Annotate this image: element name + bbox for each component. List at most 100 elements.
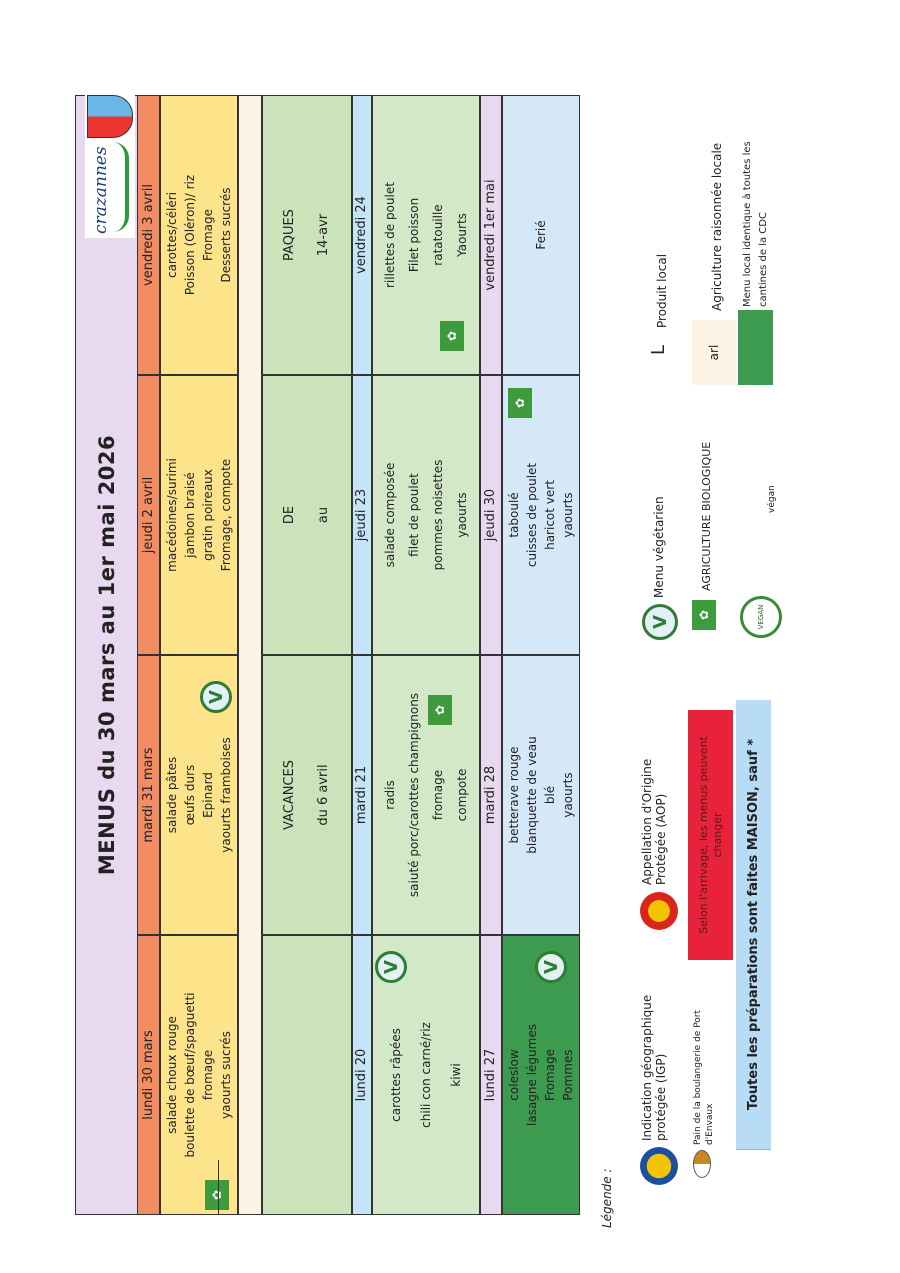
legend-pain: Pain de la boulangerie de Port d'Envaux [693,1009,715,1145]
day-header: mardi 28 [480,655,502,935]
legend-aop: Appellation d'Origine Protégée (AOP) [640,758,668,885]
vegetarian-icon: V [642,604,678,640]
aop-logo-icon [640,892,678,930]
dish: chili con carné/riz [419,1022,433,1128]
menu-cell: salade choux rouge boulette de bœuf/spagu… [160,935,238,1215]
dish: Fromage [543,1048,557,1102]
dish: yaourts [561,492,575,538]
dish: gratin poireaux [201,469,215,561]
legend-cdc-swatch [738,310,773,385]
day-header: mardi 31 mars [137,655,160,935]
dish: VACANCES [282,760,297,830]
bio-logo-icon: ✿ [692,600,716,630]
dish: filet de poulet [407,473,421,557]
dish: Filet poisson [407,197,421,273]
dish: Poisson (Oléron)/ riz [183,174,197,296]
dish: blé [543,785,557,805]
legend-arl: Agriculture raisonnée locale [710,142,724,311]
dish: salade pâtes [165,756,179,834]
dish: taboulé [507,492,521,538]
day-header: lundi 20 [352,935,372,1215]
dish: ratatouille [431,204,445,266]
logo-text: crazannes [91,146,111,234]
dish: pommes noisettes [431,459,445,571]
igp-logo-icon [640,1147,678,1185]
page-title: MENUS du 30 mars au 1er mai 2026 [75,95,138,1215]
cell-divider [218,1160,219,1215]
legend-bio: AGRICULTURE BIOLOGIQUE [700,441,713,591]
menu-cell: carottes/céléri Poisson (Oléron)/ riz From… [160,95,238,375]
dish: salade choux rouge [165,1016,179,1134]
bread-icon [693,1150,711,1178]
menu-cell [262,935,352,1215]
dish: boulette de bœuf/spaguetti [183,992,197,1158]
dish: saiuté porc/carottes champignons [407,692,421,898]
dish: 14-avr [316,213,331,257]
logo-wave-icon [113,142,129,232]
dish: Yaourts [455,213,469,257]
dish: yaourts [561,772,575,818]
menu-cell: PAQUES 14-avr [262,95,352,375]
dish: betterave rouge [507,746,521,844]
dish: yaourts framboises [219,737,233,853]
separator-row [238,95,262,1215]
dish: compote [455,768,469,822]
day-header: lundi 27 [480,935,502,1215]
dish: fromage [431,769,445,821]
dish: rillettes de poulet [383,182,397,288]
vegetarian-icon: V [375,951,407,983]
dish: blanquette de veau [525,736,539,854]
dish: Fromage [201,208,215,262]
dish: yaourts [455,492,469,538]
dish: DE [282,505,297,525]
menu-cell: Ferié [502,95,580,375]
vegan-logo-icon: VEGAN [740,596,782,638]
dish: yaourts sucrés [219,1031,233,1119]
dish: PAQUES [282,209,297,261]
dish: Desserts sucrés [219,187,233,283]
legend-igp: Indication géographique protégée (IGP) [640,994,668,1141]
menu-cell: salade composée filet de poulet pommes noi… [372,375,480,655]
vegan-logo-text: VEGAN [757,604,765,630]
coat-of-arms-icon [87,95,133,138]
legend-arl-mark: arl [692,320,736,385]
legend-local-mark: L [648,344,669,355]
legend-arrivage: Selon l'arrivage, les menus peuvent chan… [688,710,733,960]
crazannes-logo: crazannes [85,95,135,238]
legend-title: Légende : [600,1168,614,1228]
dish: carottes râpées [389,1028,403,1122]
dish: Ferié [534,220,548,250]
bio-logo-icon: ✿ [205,1180,229,1210]
legend-cdc: Menu local identique à toutes les cantin… [742,141,769,307]
legend-maison: Toutes les préparations sont faites MAIS… [736,700,771,1150]
dish: carottes/céléri [165,192,179,279]
menu-cell: VACANCES du 6 avril [262,655,352,935]
legend-vegetarien: Menu végétarien [652,496,666,598]
legend-local: Produit local [655,253,669,328]
dish: cuisses de poulet [525,462,539,568]
dish: Pommes [561,1049,575,1101]
vegetarian-icon: V [200,681,232,713]
day-header: jeudi 30 [480,375,502,655]
day-header: lundi 30 mars [137,935,160,1215]
dish: du 6 avril [316,764,331,826]
day-header: vendredi 1er mai [480,95,502,375]
bio-logo-icon: ✿ [508,388,532,418]
bio-logo-icon: ✿ [428,695,452,725]
day-header: mardi 21 [352,655,372,935]
dish: coleslow [507,1049,521,1101]
dish: radis [383,780,397,810]
day-header: vendredi 24 [352,95,372,375]
day-header: jeudi 2 avril [137,375,160,655]
dish: haricot vert [543,480,557,550]
dish: Fromage, compote [219,458,233,572]
dish: œufs durs [183,764,197,826]
dish: salade composée [383,462,397,568]
menu-cell: radis saiuté porc/carottes champignons fro… [372,655,480,935]
legend-vegan: végan [767,485,777,513]
dish: macédoines/surimi [165,458,179,572]
